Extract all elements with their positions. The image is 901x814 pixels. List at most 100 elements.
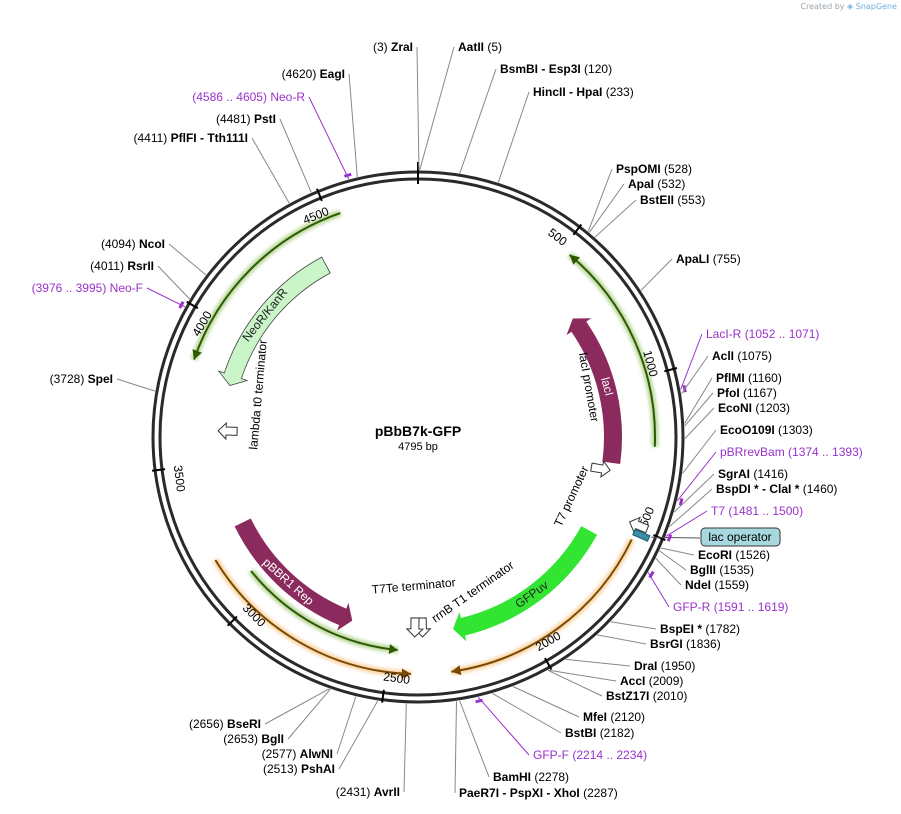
site-name: PshAI bbox=[301, 762, 335, 776]
brand-created-by: Created by bbox=[800, 2, 845, 11]
site-label: BspEI * (1782) bbox=[660, 622, 740, 636]
site-label: BstEII (553) bbox=[640, 193, 705, 207]
site-label: MfeI (2120) bbox=[583, 710, 645, 724]
site-name: GFP-F bbox=[533, 748, 569, 762]
site-position: (1782) bbox=[705, 622, 740, 636]
site-leader-line bbox=[682, 429, 717, 474]
site-label: (4094) NcoI bbox=[101, 237, 165, 251]
site-name: BamHI bbox=[493, 770, 531, 784]
site-position: (528) bbox=[664, 162, 692, 176]
site-name: EcoO109I bbox=[720, 423, 775, 437]
site-position: (2278) bbox=[534, 770, 569, 784]
site-label: BstZ17I (2010) bbox=[606, 689, 687, 703]
plasmid-length: 4795 bp bbox=[398, 441, 438, 453]
map-center: pBbB7k-GFP 4795 bp bbox=[375, 423, 461, 453]
site-name: EagI bbox=[320, 67, 345, 81]
site-name: ApaLI bbox=[676, 252, 709, 266]
site-leader-line bbox=[279, 118, 312, 193]
site-leader-line bbox=[338, 700, 379, 770]
promoter-terminator-label: T7 promoter bbox=[551, 464, 591, 529]
lac-operator-box bbox=[700, 527, 781, 547]
feature-arc-arrowhead bbox=[192, 349, 202, 360]
site-position: (2287) bbox=[583, 786, 618, 800]
site-label: EcoNI (1203) bbox=[718, 401, 790, 415]
primer-label: pBRrevBam (1374 .. 1393) bbox=[720, 445, 863, 459]
site-position: (1203) bbox=[755, 401, 790, 415]
site-label: EcoRI (1526) bbox=[698, 548, 770, 562]
site-label: BsmBI - Esp3I (120) bbox=[500, 62, 612, 76]
site-position: (1591 .. 1619) bbox=[714, 600, 789, 614]
site-label: DraI (1950) bbox=[634, 659, 695, 673]
site-position: (5) bbox=[487, 40, 502, 54]
feature-arc-glow bbox=[212, 558, 412, 678]
site-name: PflFI bbox=[171, 131, 197, 145]
cds-arrow bbox=[234, 518, 353, 631]
feature-arc-glow bbox=[190, 209, 342, 361]
site-label: PaeR7I - PspXI - XhoI (2287) bbox=[459, 786, 618, 800]
site-position: (233) bbox=[606, 85, 634, 99]
site-position: (2656) bbox=[189, 717, 224, 731]
lac-operator-label: lac operator bbox=[708, 530, 771, 544]
site-position: (553) bbox=[677, 193, 705, 207]
lac-operator-block bbox=[632, 528, 651, 542]
site-name: BstEII bbox=[640, 193, 674, 207]
cds-arrow bbox=[566, 318, 623, 464]
lacI-promoter-arrow-shape bbox=[590, 459, 611, 478]
site-name: AccI bbox=[620, 674, 645, 688]
site-name: BseRI bbox=[227, 717, 261, 731]
site-position: (4481) bbox=[216, 112, 251, 126]
promoter-terminator-label: T7Te terminator bbox=[371, 575, 456, 596]
separator-dash: - bbox=[759, 482, 770, 496]
primer-mark bbox=[666, 534, 673, 542]
site-label: AatII (5) bbox=[458, 40, 502, 54]
site-label: BglII (1535) bbox=[690, 563, 754, 577]
site-name: BspEI * bbox=[660, 622, 702, 636]
brand-app-name: SnapGene bbox=[855, 2, 897, 11]
separator-dash: - bbox=[499, 786, 510, 800]
site-position: (2214 .. 2234) bbox=[572, 748, 647, 762]
site-label: BstBI (2182) bbox=[565, 726, 634, 740]
site-name: AvrII bbox=[374, 785, 400, 799]
site-leader-line bbox=[336, 696, 357, 755]
feature-arc bbox=[214, 559, 412, 675]
tick-label: 2500 bbox=[382, 670, 411, 687]
site-leader-line bbox=[512, 686, 580, 718]
tick-mark bbox=[227, 615, 238, 627]
site-label: (4620) EagI bbox=[282, 67, 345, 81]
site-name: BstZ17I bbox=[606, 689, 649, 703]
site-position: (2653) bbox=[223, 732, 258, 746]
site-leader-line bbox=[680, 333, 703, 390]
site-label: (2653) BglI bbox=[223, 732, 284, 746]
site-alt-name: Tth111I bbox=[207, 131, 248, 145]
site-label: SgrAI (1416) bbox=[718, 467, 788, 481]
feature-arc-arrowhead bbox=[569, 254, 581, 265]
tick-mark bbox=[572, 223, 583, 236]
site-leader-line bbox=[594, 199, 637, 238]
site-position: (1052 .. 1071) bbox=[745, 327, 820, 341]
site-name: AatII bbox=[458, 40, 484, 54]
site-position: (4411) bbox=[134, 131, 168, 145]
site-name: GFP-R bbox=[673, 600, 711, 614]
site-position: (2010) bbox=[653, 689, 688, 703]
site-leader-line bbox=[587, 168, 613, 232]
separator-dash: - bbox=[566, 85, 577, 99]
lambda-terminator-arrow-shape bbox=[217, 421, 238, 441]
site-name: BglII bbox=[690, 563, 716, 577]
site-label: NdeI (1559) bbox=[685, 578, 749, 592]
site-name: PflMI bbox=[716, 371, 745, 385]
primer-mark bbox=[475, 698, 483, 704]
site-name: AlwNI bbox=[300, 747, 333, 761]
site-label: (2513) PshAI bbox=[263, 762, 335, 776]
tick-mark bbox=[664, 367, 678, 373]
site-leader-line bbox=[660, 547, 695, 556]
primer-mark bbox=[678, 497, 684, 506]
site-name: AclI bbox=[712, 349, 734, 363]
tick-mark bbox=[544, 657, 553, 670]
site-label: (4011) RsrII bbox=[90, 259, 154, 273]
site-name: SpeI bbox=[88, 372, 113, 386]
site-position: (1535) bbox=[719, 563, 754, 577]
site-label: BsrGI (1836) bbox=[650, 637, 721, 651]
site-leader-line bbox=[684, 407, 715, 439]
site-leader-line bbox=[676, 451, 717, 502]
